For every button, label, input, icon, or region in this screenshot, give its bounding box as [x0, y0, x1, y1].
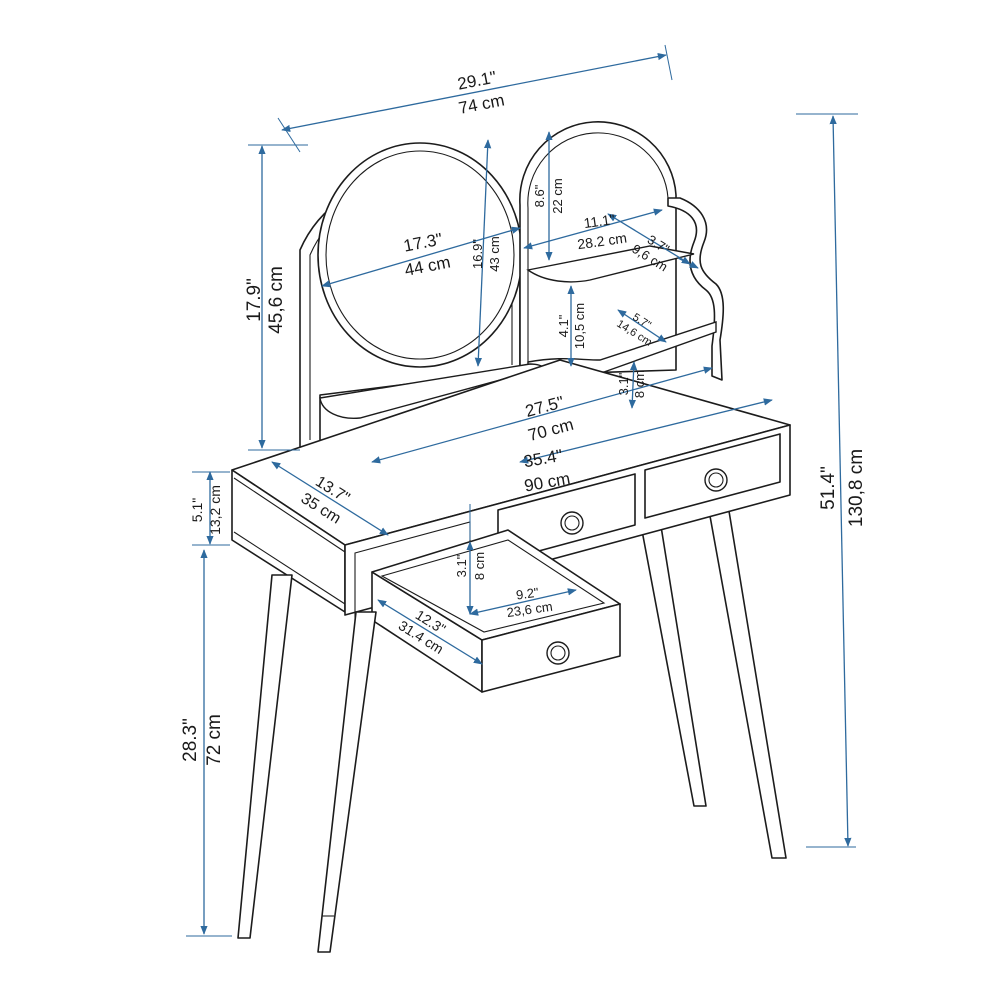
label-riser-height-inch: 3.1": [616, 372, 631, 395]
label-shelf-gap-inch: 4.1": [556, 314, 571, 337]
open-drawer-knob: [546, 641, 570, 665]
label-shelf-gap-cm: 10,5 cm: [572, 303, 587, 349]
label-drawer-width-cm: 23,6 cm: [506, 599, 554, 620]
label-mirror-height-inch: 17.9": [244, 278, 265, 322]
dim-line-table-depth: [271, 461, 389, 536]
table-front-lip: [233, 531, 346, 605]
dim-line-overall-height: [829, 115, 852, 847]
label-shelf-top-height-inch: 8.6": [532, 184, 547, 207]
dimension-lines: [186, 44, 858, 937]
label-overall-height-inch: 51.4": [818, 466, 839, 510]
dim-line-drawer-width: [469, 588, 577, 616]
ext-overall-width-b: [664, 44, 673, 81]
shelf-side-panel: [667, 197, 725, 381]
open-drawer-knob-inner: [550, 645, 566, 661]
dim-line-table-width: [519, 398, 773, 464]
drawer-knob-middle-inner: [564, 515, 580, 531]
label-mirror-inner-height-cm: 43 cm: [487, 236, 502, 271]
label-overall-height-cm: 130,8 cm: [846, 449, 867, 527]
label-drawer-height-inch: 3.1": [454, 554, 469, 577]
label-riser-height-cm: 8 cm: [632, 370, 647, 398]
label-drawer-width-inch: 9.2": [515, 584, 540, 602]
label-drawer-height-cm: 8 cm: [472, 552, 487, 580]
label-shelf-width-cm: 28.2 cm: [576, 229, 628, 252]
label-leg-height-inch: 28.3": [180, 718, 201, 762]
dim-line-mirror-inner-height: [474, 139, 492, 367]
leg-front-left: [237, 574, 293, 939]
label-overall-width-inch: 29.1": [456, 68, 498, 94]
dim-line-shelf-depth-large: [617, 309, 667, 343]
dim-line-drawer-depth: [377, 599, 483, 665]
leg-back-right: [639, 519, 707, 807]
label-top-thickness-cm: 13,2 cm: [207, 485, 223, 535]
leg-back-right-2: [707, 504, 787, 859]
leg-front-right: [317, 611, 377, 953]
label-shelf-width-inch: 11.1": [583, 211, 616, 231]
dressing-table: [231, 121, 791, 953]
drawer-knob-middle: [560, 511, 584, 535]
dim-line-overall-width: [281, 52, 667, 133]
dim-line-shelf-depth-small: [607, 213, 691, 265]
label-mirror-inner-height-inch: 16.9": [470, 239, 485, 269]
label-mirror-height-cm: 45,6 cm: [266, 266, 287, 334]
drawer-knob-right: [704, 468, 728, 492]
dim-line-shelf-depth-small-b: [677, 257, 699, 269]
drawer-knob-right-inner: [708, 472, 724, 488]
ext-overall-width-a: [277, 117, 301, 153]
shelf-unit-inner-edge: [527, 132, 669, 372]
label-leg-height-cm: 72 cm: [204, 714, 225, 766]
label-top-thickness-inch: 5.1": [189, 498, 205, 522]
label-shelf-top-height-cm: 22 cm: [550, 178, 565, 213]
